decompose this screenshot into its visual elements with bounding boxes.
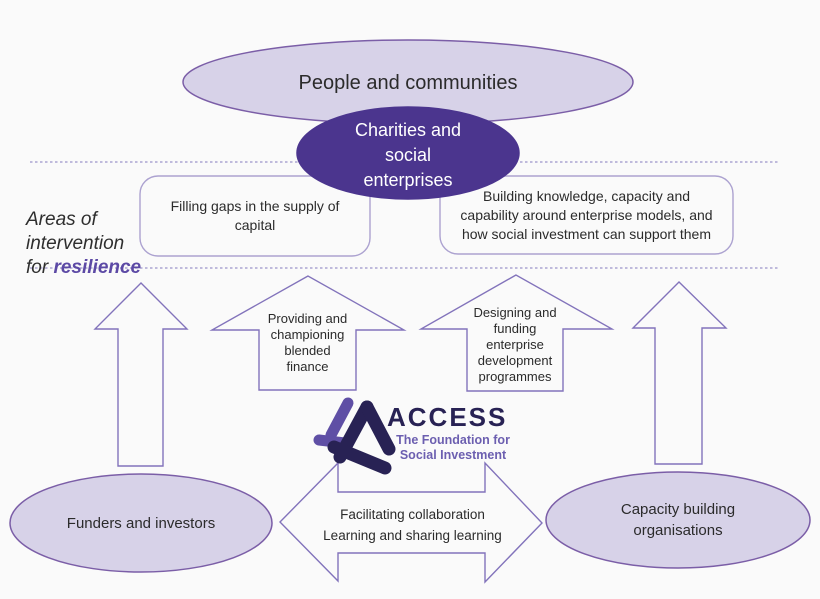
up-arrow-left-icon (93, 282, 189, 467)
filling-gaps-box (139, 175, 371, 257)
logo-purple-leg (325, 397, 354, 441)
up-arrow-right-icon (631, 281, 728, 465)
funders-ellipse (9, 473, 273, 573)
people-communities-label: People and communities (298, 71, 518, 94)
charities-label: Charities and social enterprises (354, 119, 462, 190)
building-knowledge-box (439, 175, 734, 255)
facilitating-arrow-label: Facilitating collaboration Learning and … (323, 507, 502, 543)
capacity-label: Capacity building organisations (620, 501, 736, 539)
access-logo-icon (313, 397, 396, 475)
tagline-line-2: Social Investment (399, 448, 507, 462)
capacity-ellipse (545, 471, 811, 569)
funders-label: Funders and investors (66, 514, 216, 532)
designing-arrow-label: Designing and funding enterprise develop… (473, 305, 557, 384)
access-logo-text: ACCESS The Foundation for Social Investm… (387, 404, 519, 463)
filling-gaps-label: Filling gaps in the supply of capital (170, 198, 340, 233)
charities-ellipse (296, 106, 520, 200)
areas-of-intervention-label: Areas of intervention for resilience (26, 184, 144, 280)
tagline-line-1: The Foundation for (396, 433, 510, 447)
double-arrow-icon (279, 461, 543, 584)
logo-navy-bar (327, 440, 392, 475)
access-logo-tagline: The Foundation for Social Investment (387, 433, 519, 463)
up-arrow-designing-icon (418, 274, 615, 392)
access-logo-name: ACCESS (387, 402, 508, 432)
logo-navy-right-leg (360, 400, 396, 456)
areas-label-prefix: Areas of intervention for (26, 209, 125, 278)
resilience-highlight: resilience (53, 257, 142, 278)
building-knowledge-label: Building knowledge, capacity and capabil… (460, 187, 713, 242)
up-arrow-providing-icon (209, 275, 407, 391)
providing-arrow-label: Providing and championing blended financ… (267, 311, 348, 374)
